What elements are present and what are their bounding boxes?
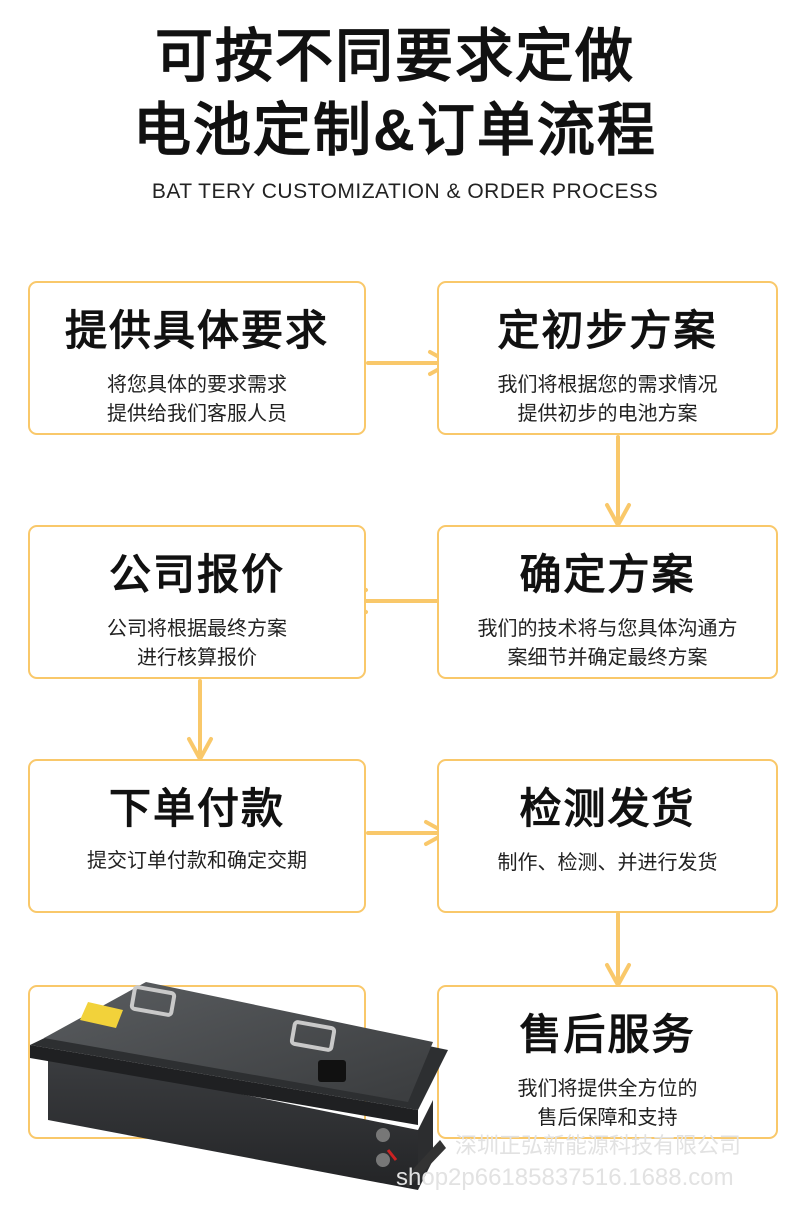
step-desc-line: 公司将根据最终方案 — [107, 618, 287, 640]
arrow-down-3 — [605, 912, 631, 987]
arrow-right-2 — [366, 820, 448, 846]
step-desc-line: 我们将根据您的需求情况 — [497, 374, 718, 396]
step-desc-line: 案细节并确定最终方案 — [507, 647, 708, 669]
step-quotation: 公司报价 公司将根据最终方案进行核算报价 — [28, 525, 366, 679]
watermark-shop: shop2p66185837516.1688.com — [396, 1164, 734, 1191]
battery-pack-image — [30, 982, 448, 1190]
step-desc-line: 提供给我们客服人员 — [107, 403, 287, 425]
step-provide-requirements: 提供具体要求 将您具体的要求需求提供给我们客服人员 — [28, 281, 366, 435]
step-desc-line: 进行核算报价 — [137, 647, 257, 669]
subtitle: BAT TERY CUSTOMIZATION & ORDER PROCESS — [151, 180, 659, 203]
title-line-1: 可按不同要求定做 — [154, 24, 635, 89]
step-desc-line: 制作、检测、并进行发货 — [497, 852, 718, 874]
step-title: 售后服务 — [519, 1011, 696, 1058]
step-confirm-plan: 确定方案 我们的技术将与您具体沟通方案细节并确定最终方案 — [437, 525, 778, 679]
step-desc-line: 提交订单付款和确定交期 — [87, 850, 307, 872]
arrow-down-2 — [187, 679, 213, 761]
title-line-2: 电池定制&订单流程 — [133, 98, 657, 163]
step-title: 检测发货 — [519, 785, 696, 832]
step-desc-line: 我们将提供全方位的 — [517, 1078, 698, 1100]
step-title: 提供具体要求 — [64, 307, 329, 354]
step-desc-line: 售后保障和支持 — [537, 1107, 678, 1129]
step-title: 公司报价 — [108, 551, 285, 598]
step-order-payment: 下单付款 提交订单付款和确定交期 — [28, 759, 366, 913]
step-preliminary-plan: 定初步方案 我们将根据您的需求情况提供初步的电池方案 — [437, 281, 778, 435]
step-desc-line: 我们的技术将与您具体沟通方 — [477, 618, 738, 640]
arrow-down-1 — [605, 435, 631, 527]
step-inspection-shipping: 检测发货 制作、检测、并进行发货 — [437, 759, 778, 913]
step-desc-line: 提供初步的电池方案 — [517, 403, 698, 425]
step-title: 下单付款 — [108, 785, 285, 832]
step-title: 确定方案 — [519, 551, 696, 598]
step-after-sales: 售后服务 我们将提供全方位的售后保障和支持 — [437, 985, 778, 1139]
watermark-company: 深圳正弘新能源科技有限公司 — [455, 1133, 742, 1158]
step-title: 定初步方案 — [497, 307, 718, 354]
step-desc-line: 将您具体的要求需求 — [107, 374, 287, 396]
